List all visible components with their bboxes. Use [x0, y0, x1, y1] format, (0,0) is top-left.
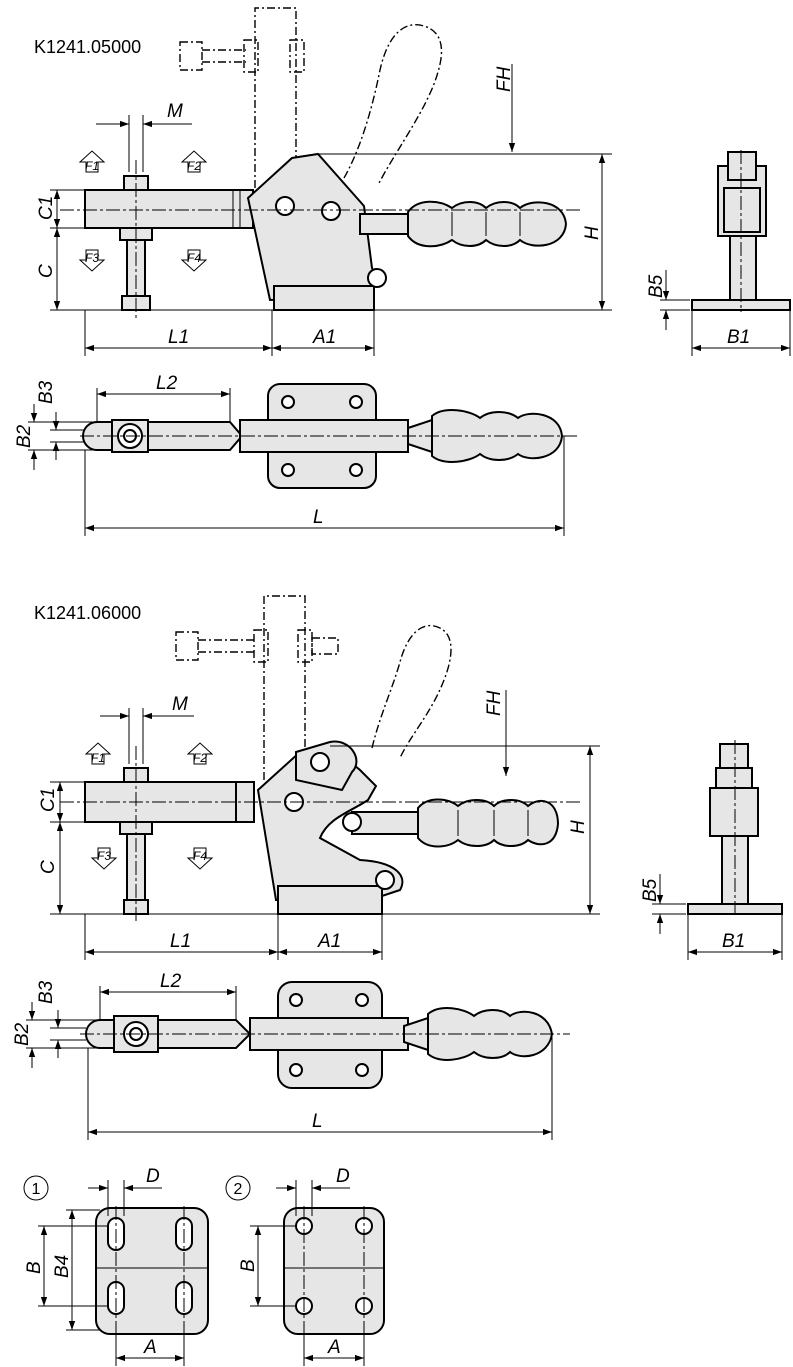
- d1-dim-a: A: [143, 1337, 157, 1358]
- v2-dim-b3: B3: [36, 980, 57, 1004]
- v2-open-position-ghost: [175, 595, 452, 780]
- variant-2-title: K1241.06000: [34, 603, 141, 623]
- v1-dim-fh: FH: [494, 66, 515, 92]
- v2-dim-fh: FH: [484, 690, 505, 716]
- v2-dim-b2: B2: [12, 1022, 33, 1046]
- v2-dim-l1: L1: [170, 931, 191, 952]
- v1-open-position-ghost: [179, 7, 443, 190]
- v2-dim-c: C: [38, 860, 59, 874]
- v2-dim-h: H: [568, 820, 589, 834]
- v2-dim-m: M: [172, 694, 188, 715]
- v2-top-view: L2 L B3 B2: [12, 971, 570, 1140]
- v2-base-plate: [277, 885, 383, 915]
- d1-dim-d: D: [146, 1166, 160, 1187]
- v2-force-arrow-f3: F3: [90, 847, 118, 870]
- v1-dim-h: H: [582, 226, 603, 240]
- v2-dim-a1: A1: [317, 931, 341, 952]
- v2-side-view: B5 B1: [640, 740, 783, 960]
- v1-dim-b3: B3: [36, 380, 57, 404]
- v2-handle-grip: [417, 798, 560, 848]
- v1-dim-m: M: [167, 101, 183, 122]
- variant-1-drawing: K1241.05000: [14, 7, 791, 536]
- svg-text:F1: F1: [91, 751, 105, 765]
- detail-1-marker: 1: [32, 1181, 41, 1198]
- v1-dim-a1: A1: [312, 327, 336, 348]
- v1-force-arrow-f4: F4: [180, 249, 208, 272]
- v1-dim-c: C: [36, 264, 57, 278]
- v1-force-arrow-f1: F1: [78, 150, 106, 173]
- v2-dim-b1: B1: [722, 931, 745, 952]
- v1-clamp-body: [246, 152, 376, 302]
- v2-force-arrow-f1: F1: [84, 742, 112, 765]
- variant-1-title: K1241.05000: [34, 37, 141, 57]
- d1-dim-b4: B4: [52, 1255, 73, 1278]
- v1-top-view: L2 L B3 B2: [14, 373, 580, 536]
- v1-handle-grip: [407, 200, 568, 248]
- v2-dim-c1: C1: [38, 788, 59, 812]
- base-plate-detail-2: 2 D B A: [225, 1166, 385, 1366]
- d2-dim-d: D: [336, 1166, 350, 1187]
- v1-force-arrow-f2: F2: [180, 150, 208, 173]
- v1-dim-l2: L2: [156, 373, 178, 394]
- v1-dim-l1: L1: [168, 327, 189, 348]
- detail-2-marker: 2: [234, 1181, 243, 1198]
- v2-force-arrow-f2: F2: [186, 742, 214, 765]
- v1-dim-b2: B2: [14, 424, 35, 448]
- svg-text:F2: F2: [187, 159, 201, 173]
- v2-dim-l: L: [312, 1111, 323, 1132]
- v1-side-view: B5 B1: [646, 150, 791, 356]
- v2-lever: [351, 811, 421, 835]
- svg-text:F3: F3: [97, 849, 111, 863]
- v2-force-arrow-f4: F4: [186, 847, 214, 870]
- svg-text:F4: F4: [187, 251, 201, 265]
- v1-base-plate: [273, 285, 375, 311]
- v2-clamp-body: [256, 743, 404, 901]
- v1-dim-l: L: [313, 507, 324, 528]
- base-plate-detail-1: 1 D B B4 A: [23, 1166, 209, 1366]
- v1-dim-b1: B1: [727, 327, 750, 348]
- d2-dim-a: A: [327, 1337, 341, 1358]
- v1-clamp-arm: [84, 189, 254, 229]
- v1-dim-b5: B5: [646, 274, 667, 298]
- v1-force-arrow-f3: F3: [78, 249, 106, 272]
- svg-text:F3: F3: [85, 251, 99, 265]
- v1-lever: [359, 213, 409, 235]
- v2-dim-b5: B5: [640, 878, 661, 902]
- v2-dim-l2: L2: [160, 971, 182, 992]
- d1-dim-b: B: [24, 1261, 45, 1274]
- variant-2-drawing: K1241.06000: [12, 595, 783, 1140]
- v1-dim-c1: C1: [36, 196, 57, 220]
- svg-text:F4: F4: [193, 849, 207, 863]
- svg-text:F1: F1: [85, 159, 99, 173]
- svg-text:F2: F2: [193, 751, 207, 765]
- d2-dim-b: B: [238, 1259, 259, 1272]
